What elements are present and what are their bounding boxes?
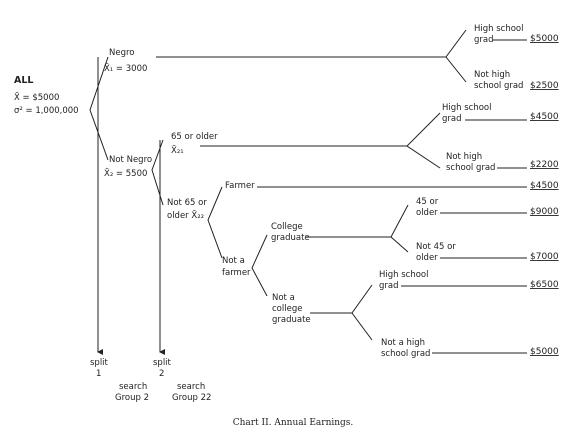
root-branch	[89, 56, 109, 161]
group21-branch	[406, 112, 441, 169]
search1-label-line1: search	[119, 382, 147, 392]
leaf-noncollege-hs-amount: $6500	[530, 280, 559, 290]
not-farmer-branch	[251, 234, 268, 297]
farmer-label: Farmer	[225, 181, 255, 191]
leaf-college-not45-line1: Not 45 or	[416, 242, 456, 252]
group1-label: Negro	[109, 48, 135, 58]
college-grad-label-line1: College	[271, 222, 303, 232]
leaf-negro-hs-line1: High school	[474, 24, 524, 34]
leaf-noncollege-not-hs-line1: Not a high	[381, 338, 425, 348]
not-farmer-label-line2: farmer	[222, 268, 251, 278]
leaf-noncollege-hs-line1: High school	[379, 270, 429, 280]
group1-branch	[445, 29, 467, 83]
group2-branch	[151, 139, 164, 206]
search2-label-line1: search	[177, 382, 205, 392]
root-variance: σ² = 1,000,000	[14, 106, 79, 116]
leaf-college-45-line2: older	[416, 208, 438, 218]
leaf-old-not-hs-line2: school grad	[446, 163, 495, 173]
group22-label-line2: older X̄₂₂	[167, 209, 204, 221]
leaf-old-not-hs-amount: $2200	[530, 160, 559, 170]
split1-label-line2: 1	[96, 369, 101, 379]
group21-mean: X̄₂₁	[171, 144, 184, 156]
root-mean: X̄ = $5000	[14, 91, 59, 103]
leaf-noncollege-not-hs-amount: $5000	[530, 347, 559, 357]
split2-label-line2: 2	[159, 369, 164, 379]
search1-label-line2: Group 2	[115, 393, 149, 403]
leaf-old-not-hs-line1: Not high	[446, 152, 482, 162]
leaf-noncollege-hs-line2: grad	[379, 281, 399, 291]
college-grad-branch	[390, 204, 409, 253]
leaf-farmer-amount: $4500	[530, 181, 559, 191]
group2-mean: X̄₂ = 5500	[104, 167, 147, 179]
split2-label-line1: split	[153, 358, 172, 368]
not-college-grad-label-line3: graduate	[272, 315, 311, 325]
leaf-old-hs-line2: grad	[442, 114, 462, 124]
leaf-old-hs-amount: $4500	[530, 112, 559, 122]
group1-mean: X̄₁ = 3000	[104, 62, 147, 74]
not-farmer-label-line1: Not a	[222, 256, 245, 266]
leaf-negro-not-hs-line1: Not high	[474, 70, 510, 80]
chart-caption: Chart II. Annual Earnings.	[233, 418, 354, 428]
leaf-negro-hs-amount: $5000	[530, 34, 559, 44]
not-college-grad-branch	[351, 284, 373, 341]
split1-label-line1: split	[90, 358, 109, 368]
search2-label-line2: Group 22	[172, 393, 211, 403]
college-grad-label-line2: graduate	[271, 233, 310, 243]
group22-label-line1: Not 65 or	[167, 198, 207, 208]
leaf-noncollege-not-hs-line2: school grad	[381, 349, 430, 359]
not-college-grad-label-line1: Not a	[272, 293, 295, 303]
group21-label: 65 or older	[171, 132, 218, 142]
leaf-negro-not-hs-line2: school grad	[474, 81, 523, 91]
leaf-college-not45-amount: $7000	[530, 252, 559, 262]
group22-branch	[207, 186, 223, 259]
group2-label: Not Negro	[109, 155, 152, 165]
leaf-college-45-line1: 45 or	[416, 197, 439, 207]
leaf-college-not45-line2: older	[416, 253, 438, 263]
leaf-college-45-amount: $9000	[530, 207, 559, 217]
leaf-old-hs-line1: High school	[442, 103, 492, 113]
leaf-negro-hs-line2: grad	[474, 35, 494, 45]
root-label: ALL	[14, 75, 33, 86]
not-college-grad-label-line2: college	[272, 304, 302, 314]
leaf-negro-not-hs-amount: $2500	[530, 81, 559, 91]
